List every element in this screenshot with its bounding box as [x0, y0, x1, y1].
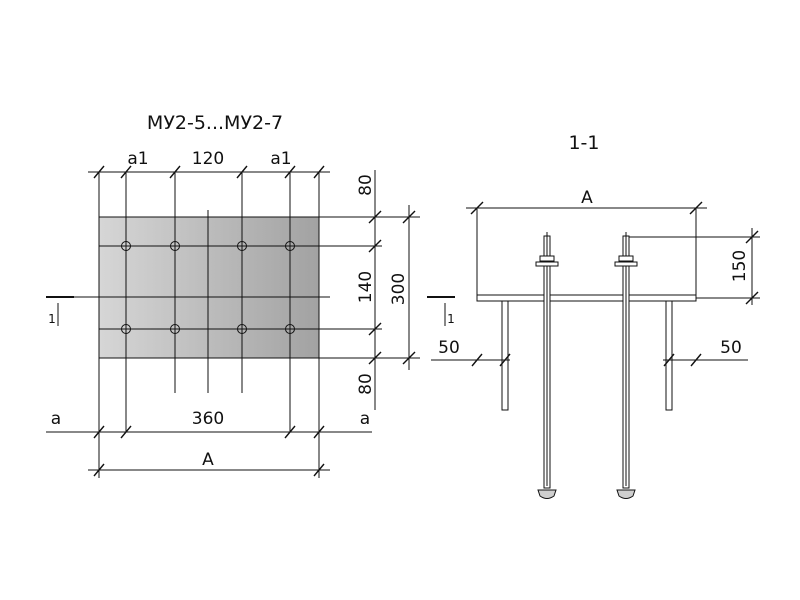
bolt-hole	[237, 241, 247, 251]
dim-right-total-label: 300	[389, 273, 409, 305]
anchor-bolt-left	[535, 232, 559, 499]
dim-right-mid-label: 140	[356, 271, 376, 303]
dim-right-bottom-label: 80	[356, 373, 376, 395]
section-leg-left	[501, 300, 509, 411]
bolt-hole	[121, 324, 131, 334]
base-plate	[98, 216, 320, 359]
dim-right-top-label: 80	[356, 174, 376, 196]
bolt-holes	[121, 241, 295, 334]
bolt-hole	[170, 324, 180, 334]
dim-bottom-left-label: a	[51, 409, 61, 429]
section-right-dimension: 150	[629, 228, 760, 305]
plan-top-dimension: a1 120 a1	[88, 149, 330, 179]
dim-top-mid-label: 120	[192, 149, 224, 169]
dim-bottom-right-label: a	[360, 409, 370, 429]
plan-section-number: 1	[48, 312, 56, 326]
section-view-mark: 1	[427, 296, 455, 326]
plan-bottom-total-dimension: A	[88, 450, 330, 477]
bolt-hole	[170, 241, 180, 251]
dim-top-left-label: a1	[127, 149, 148, 169]
section-top-dimension: A	[466, 188, 707, 295]
plan-section-mark: 1	[46, 296, 74, 326]
section-dim-right-label: 150	[730, 250, 750, 282]
bolt-hole	[285, 241, 295, 251]
plan-view-title: МУ2-5...МУ2-7	[147, 112, 283, 134]
section-dim-left-offset-label: 50	[438, 338, 460, 358]
anchor-bolt-right	[614, 232, 638, 499]
section-plate	[476, 294, 697, 302]
section-view-title: 1-1	[568, 132, 599, 154]
section-view: 1-1 A	[427, 132, 760, 499]
plan-bottom-dimension: a 360 a	[46, 409, 372, 439]
plan-horizontal-centerlines	[46, 216, 420, 359]
bolt-hole	[121, 241, 131, 251]
dim-top-right-label: a1	[270, 149, 291, 169]
plan-vertical-centerlines	[98, 172, 320, 478]
plan-right-total-dimension: 300	[389, 205, 416, 370]
bolt-hole	[237, 324, 247, 334]
section-dim-right-offset-label: 50	[720, 338, 742, 358]
dim-bottom-total-label: A	[202, 450, 214, 470]
bolt-hole	[285, 324, 295, 334]
section-dim-top-label: A	[581, 188, 593, 208]
section-view-number: 1	[447, 312, 455, 326]
plan-right-dimension-chain: 80 140 80	[356, 170, 382, 410]
plan-view: МУ2-5...МУ2-7	[46, 112, 420, 478]
section-left-offset-dimension: 50	[431, 338, 511, 367]
section-leg-right	[665, 300, 673, 411]
section-right-offset-dimension: 50	[663, 338, 748, 367]
dim-bottom-mid-label: 360	[192, 409, 224, 429]
